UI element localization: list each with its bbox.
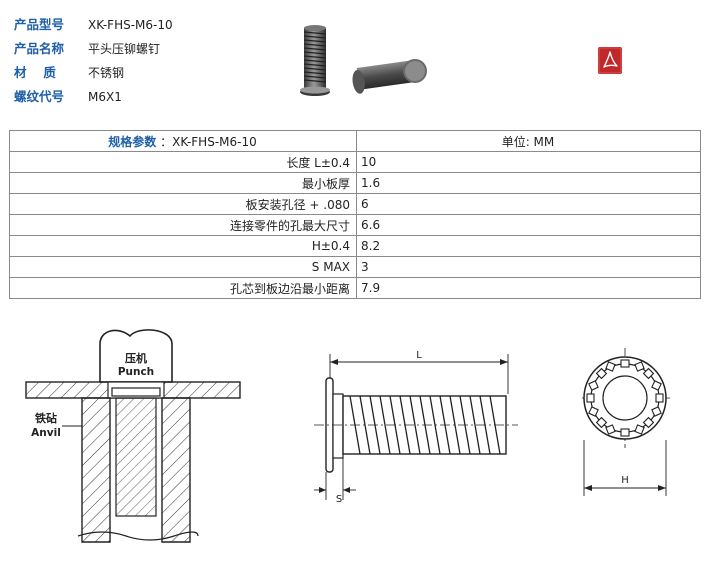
info-value: 平头压铆螺钉: [88, 42, 161, 56]
info-row-material: 材 质 不锈钢: [14, 61, 173, 85]
table-row: S MAX 3: [9, 256, 701, 278]
dim-S-label: S: [336, 494, 342, 505]
table-row: 最小板厚 1.6: [9, 172, 701, 194]
anvil-label-cn: 铁砧: [35, 411, 57, 425]
spec-value: 3: [356, 256, 701, 278]
pdf-document-icon[interactable]: [598, 47, 622, 74]
spec-param: 最小板厚: [9, 172, 357, 194]
spec-table: 规格参数 ：XK-FHS-M6-10 单位: MM 长度 L±0.4 10 最小…: [9, 130, 701, 299]
info-value: M6X1: [88, 90, 122, 104]
spec-param: S MAX: [9, 256, 357, 278]
spec-param: 长度 L±0.4: [9, 151, 357, 173]
info-row-model: 产品型号 XK-FHS-M6-10: [14, 13, 173, 37]
dim-L-label: L: [416, 350, 422, 361]
punch-label-cn: 压机: [125, 351, 147, 365]
punch-label-en: Punch: [118, 366, 154, 378]
installation-diagram: 压机 Punch 铁砧 Anvil: [25, 329, 241, 543]
spec-table-header: 规格参数 ：XK-FHS-M6-10 单位: MM: [9, 130, 701, 152]
punch-body: [99, 329, 173, 383]
info-row-name: 产品名称 平头压铆螺钉: [14, 37, 173, 61]
screw-vertical: [300, 25, 330, 96]
spec-unit: 单位: MM: [356, 130, 701, 152]
info-label: 产品名称: [14, 41, 65, 56]
anvil-label-en: Anvil: [31, 427, 61, 439]
screw-shank: [115, 397, 157, 517]
table-row: 板安装孔径 + .080 6: [9, 193, 701, 215]
spec-value: 6: [356, 193, 701, 215]
info-label: 产品型号: [14, 17, 65, 32]
side-view-drawing: L S: [314, 350, 518, 505]
product-info: 产品型号 XK-FHS-M6-10 产品名称 平头压铆螺钉 材 质 不锈钢 螺纹代号 M…: [14, 13, 173, 109]
info-label: 材 质: [14, 65, 56, 80]
info-row-thread: 螺纹代号 M6X1: [14, 85, 173, 109]
spec-value: 7.9: [356, 277, 701, 299]
spec-header-label: 规格参数: [108, 134, 157, 149]
table-row: 孔芯到板边沿最小距离 7.9: [9, 277, 701, 299]
info-value: 不锈钢: [88, 66, 125, 80]
spec-value: 10: [356, 151, 701, 173]
product-photo: [300, 25, 427, 96]
info-value: XK-FHS-M6-10: [88, 18, 173, 32]
spec-param: H±0.4: [9, 235, 357, 257]
spec-value: 8.2: [356, 235, 701, 257]
spec-param: 连接零件的孔最大尺寸: [9, 214, 357, 236]
spec-header-cell: 规格参数 ：XK-FHS-M6-10: [9, 130, 357, 152]
spec-value: 1.6: [356, 172, 701, 194]
info-label: 螺纹代号: [14, 89, 65, 104]
screw-horizontal: [352, 59, 427, 94]
end-view-drawing: H: [582, 348, 670, 496]
table-row: 连接零件的孔最大尺寸 6.6: [9, 214, 701, 236]
anvil-right: [161, 397, 191, 543]
table-row: 长度 L±0.4 10: [9, 151, 701, 173]
spec-value: 6.6: [356, 214, 701, 236]
dim-H-label: H: [621, 475, 629, 486]
table-row: H±0.4 8.2: [9, 235, 701, 257]
spec-param: 板安装孔径 + .080: [9, 193, 357, 215]
anvil-left: [81, 397, 111, 543]
knurl-teeth: [586, 359, 664, 437]
spec-header-model: ：XK-FHS-M6-10: [160, 134, 257, 149]
spec-param: 孔芯到板边沿最小距离: [9, 277, 357, 299]
